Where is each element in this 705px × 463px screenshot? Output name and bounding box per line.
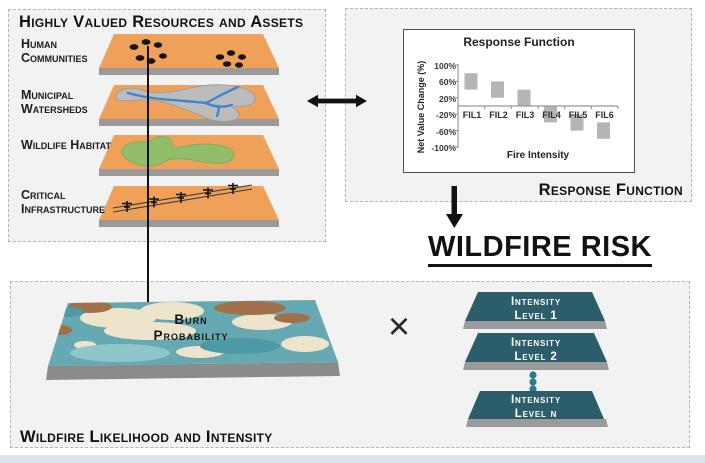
xcat-fil6: FIL6 bbox=[595, 110, 614, 120]
ytick-m20: -20% bbox=[436, 110, 456, 120]
ytick-60: 60% bbox=[438, 77, 456, 87]
response-function-box: Response Function Net Value Change (%) F… bbox=[345, 8, 692, 202]
response-box-caption: Response Function bbox=[538, 181, 683, 199]
likelihood-box-caption: Wildfire Likelihood and Intensity bbox=[20, 428, 273, 446]
likelihood-box: Burn Probability × Intensity Level 1 Int… bbox=[10, 281, 690, 448]
hvra-box: Highly Valued Resources and Assets Human… bbox=[8, 9, 326, 242]
hvra-title: Highly Valued Resources and Assets bbox=[19, 13, 304, 31]
intensity-level-n-label: Intensity Level n bbox=[511, 394, 561, 420]
intensity-level-2-label: Intensity Level 2 bbox=[511, 337, 561, 363]
ytick-100: 100% bbox=[434, 61, 456, 71]
xcat-fil4: FIL4 bbox=[542, 110, 561, 120]
xcat-fil3: FIL3 bbox=[515, 110, 535, 120]
label-municipal-watersheds: Municipal Watersheds bbox=[21, 88, 88, 117]
ytick-m60: -60% bbox=[436, 127, 456, 137]
chart-title: Response Function bbox=[463, 35, 575, 49]
xcat-fil2: FIL2 bbox=[489, 110, 508, 120]
intensity-level-1-label: Intensity Level 1 bbox=[511, 296, 561, 322]
multiply-icon: × bbox=[387, 306, 411, 348]
xcat-fil1: FIL1 bbox=[462, 110, 482, 120]
ytick-20: 20% bbox=[438, 94, 456, 104]
ytick-m100: -100% bbox=[431, 143, 456, 153]
label-critical-infrastructure: Critical Infrastructure bbox=[21, 188, 105, 217]
burn-probability-label: Burn Probability bbox=[153, 312, 229, 343]
xcat-fil5: FIL5 bbox=[568, 110, 588, 120]
wildfire-risk-title: WILDFIRE RISK bbox=[428, 231, 652, 267]
label-human-communities: Human Communities bbox=[21, 37, 88, 66]
footer-strip bbox=[0, 455, 705, 463]
chart-x-axis-label: Fire Intensity bbox=[506, 150, 570, 161]
label-wildlife-habitat: Wildlife Habitat bbox=[21, 138, 111, 152]
